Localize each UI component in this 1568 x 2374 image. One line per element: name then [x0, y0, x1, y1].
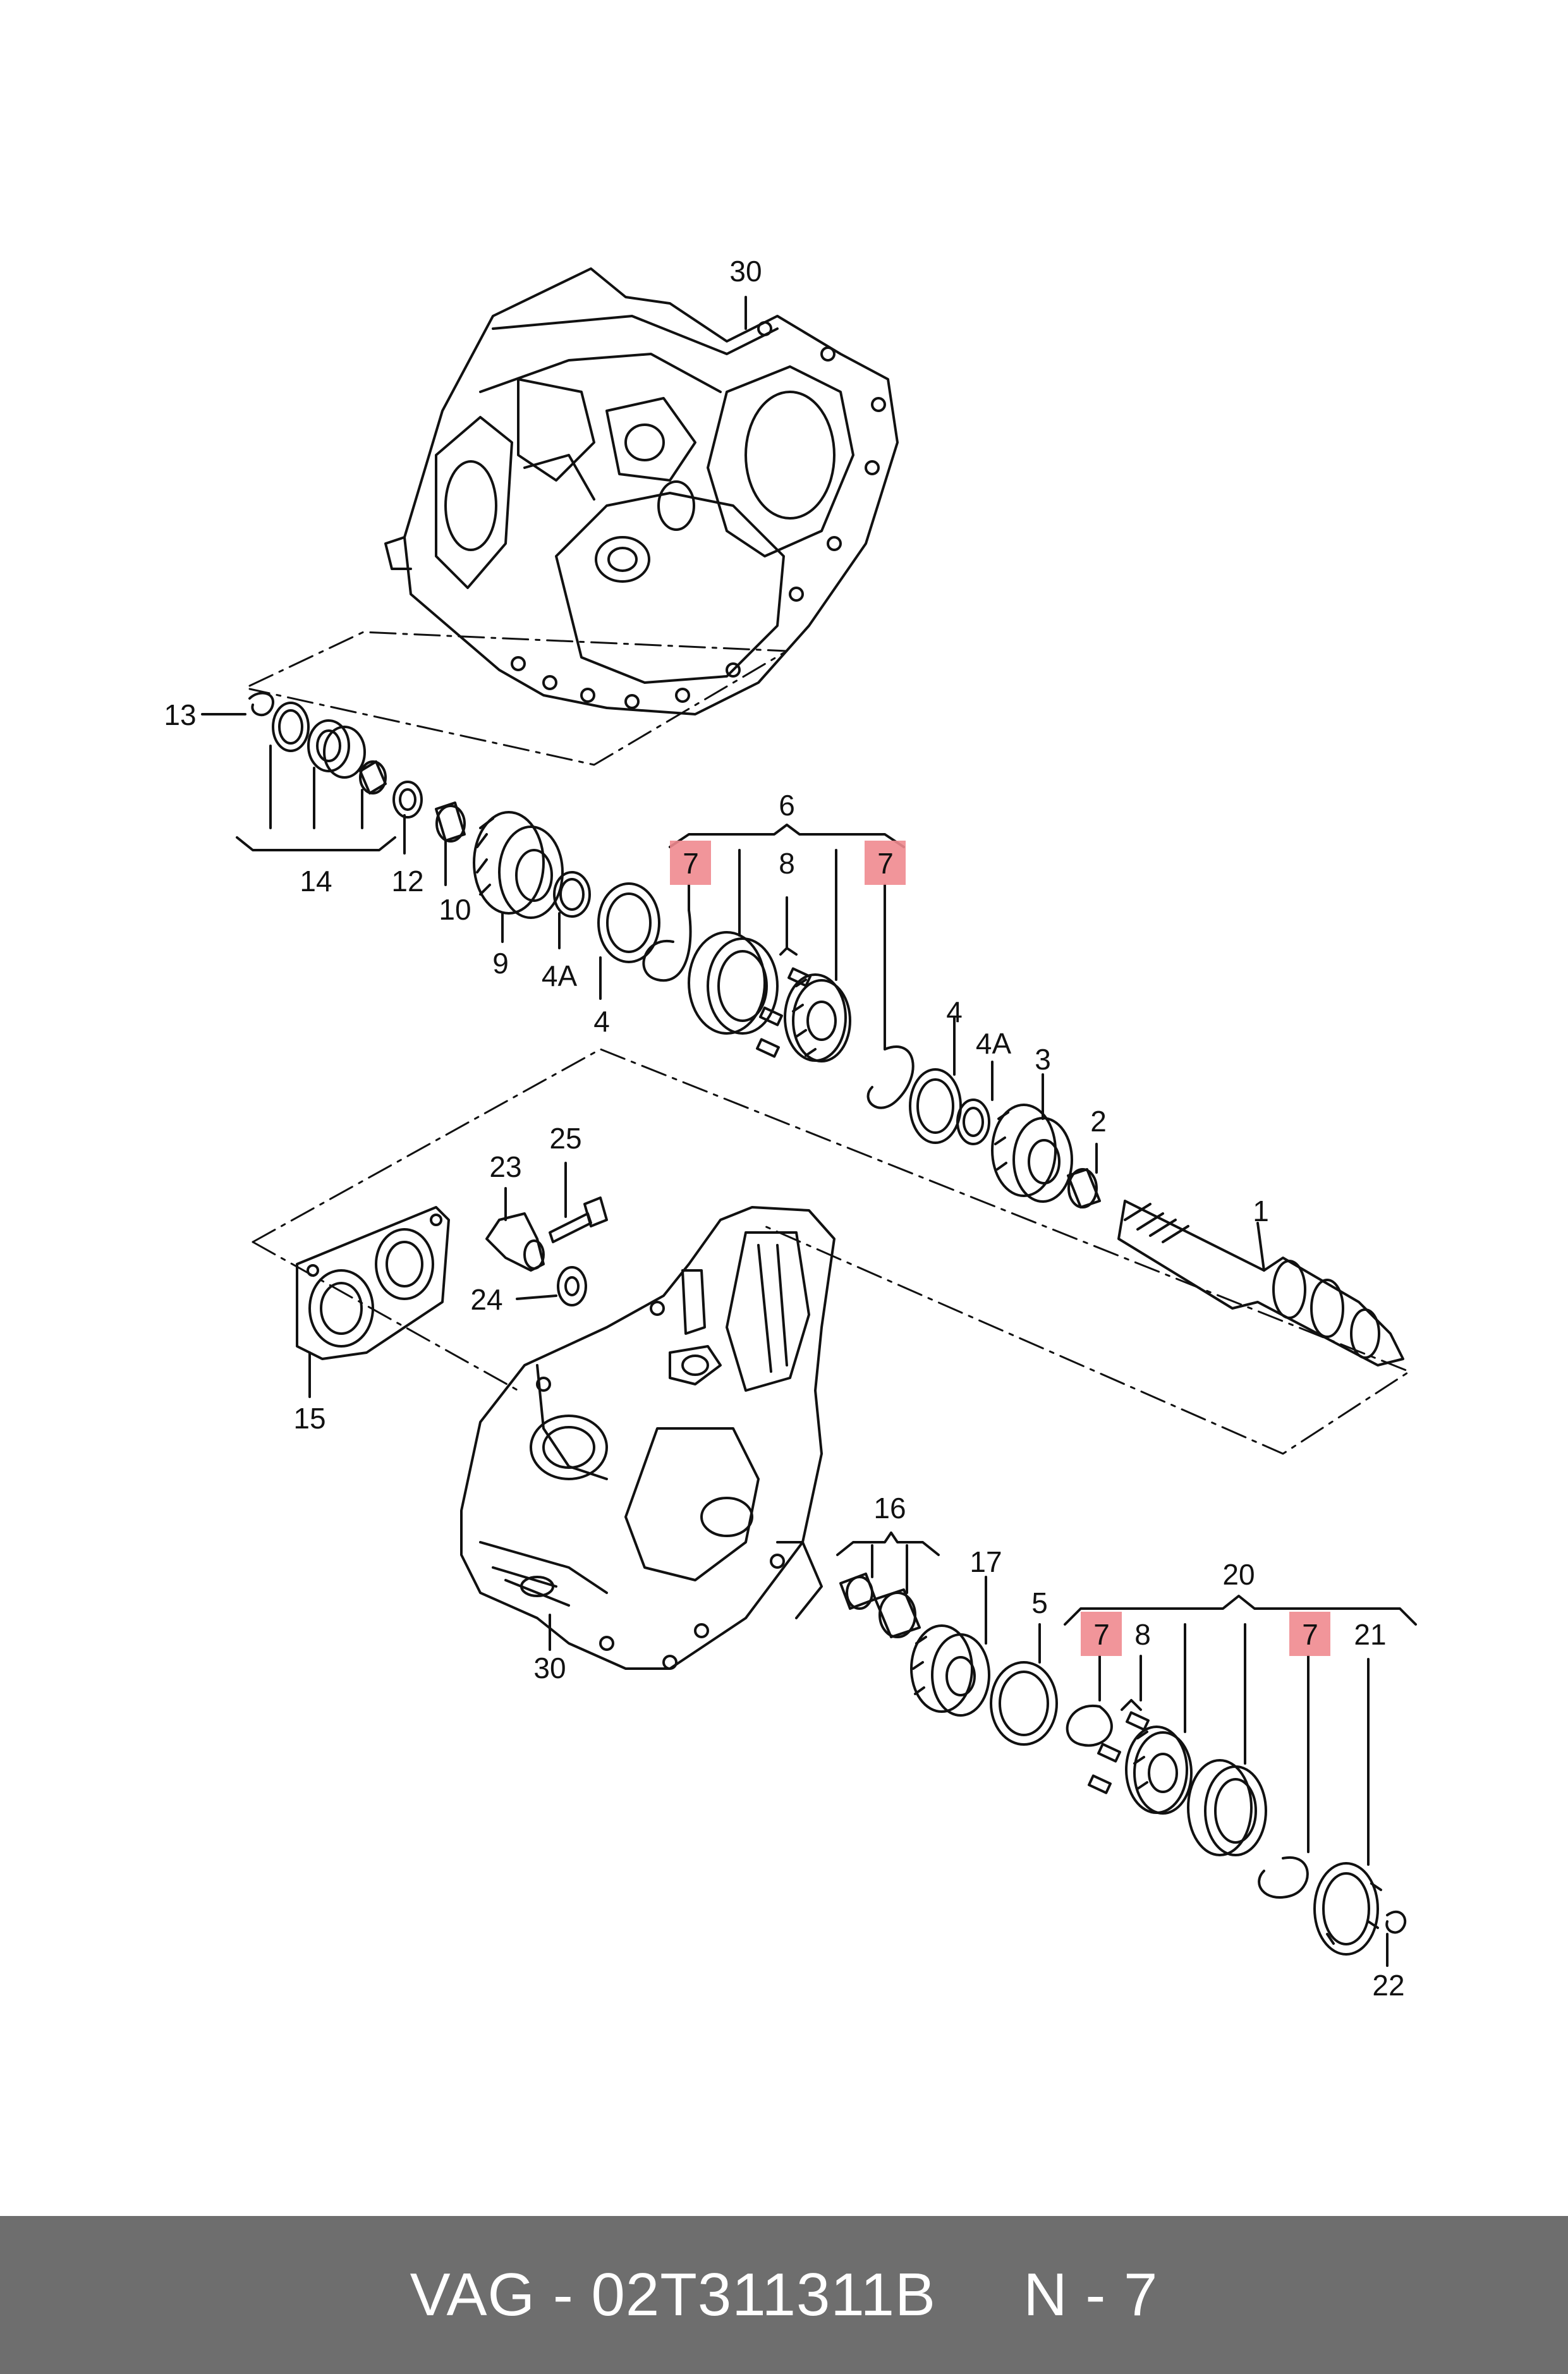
- part-4A-ring-mid: [956, 1061, 994, 1145]
- highlight-7-c: [1081, 1612, 1122, 1656]
- label-15: 15: [293, 1402, 325, 1435]
- part-15-cover: [296, 1206, 450, 1398]
- part-20-synchro-hub-sleeve: [1064, 1595, 1417, 1856]
- part-10-needle-bearing: [435, 801, 466, 886]
- highlight-7-d: [1289, 1612, 1330, 1656]
- label-7-a: 7: [683, 847, 699, 880]
- footer-spacer: [936, 2260, 1023, 2330]
- label-17: 17: [969, 1545, 1002, 1578]
- label-20: 20: [1222, 1558, 1255, 1591]
- part-13-circlip: [201, 691, 274, 717]
- label-2: 2: [1090, 1105, 1107, 1138]
- label-25: 25: [549, 1122, 581, 1155]
- part-2-needle-bearing: [1067, 1143, 1101, 1208]
- part-22-circlip: [1385, 1910, 1407, 1967]
- exploded-parts-diagram: 30 13 14 12 10 9 4A 4 6 7 8 7 4 4A 3 2 1…: [164, 255, 1417, 2002]
- label-7-b: 7: [877, 847, 894, 880]
- part-4A-ring: [553, 871, 591, 949]
- label-10: 10: [439, 893, 471, 926]
- label-4-mid: 4: [946, 995, 963, 1028]
- label-14: 14: [300, 865, 332, 898]
- label-4A-mid: 4A: [976, 1027, 1012, 1060]
- label-7-c: 7: [1093, 1618, 1110, 1651]
- part-7-spring-d: [1258, 1655, 1310, 1899]
- part-14-bearing-set: [236, 702, 423, 855]
- label-6: 6: [779, 789, 795, 822]
- label-23: 23: [489, 1150, 521, 1183]
- label-1: 1: [1253, 1195, 1269, 1227]
- label-24: 24: [470, 1283, 502, 1316]
- part-24-pinion: [516, 1266, 587, 1306]
- part-7-spring-c: [1066, 1655, 1113, 1747]
- lower-housing: [460, 1206, 836, 1670]
- part-25-bolt: [549, 1162, 608, 1243]
- part-5-ring: [990, 1623, 1058, 1746]
- highlight-7-b: [865, 841, 906, 885]
- label-9: 9: [492, 947, 509, 980]
- part-8-keys-top: [756, 896, 811, 1058]
- label-30-top: 30: [729, 255, 762, 288]
- upper-housing: [384, 267, 899, 715]
- highlight-7-a: [670, 841, 711, 885]
- part-4-synchro-ring: [597, 882, 660, 1000]
- part-3-gear: [991, 1073, 1073, 1203]
- part-9-gear: [473, 811, 564, 943]
- label-4A-top: 4A: [542, 959, 578, 992]
- label-13: 13: [164, 698, 196, 731]
- part-8-keys-bottom: [1088, 1655, 1150, 1794]
- part-17-gear: [910, 1576, 990, 1717]
- label-7-d: 7: [1302, 1618, 1318, 1651]
- part-7-spring-a: [642, 884, 692, 982]
- part-7-spring-b: [866, 884, 915, 1109]
- part-4-synchro-ring-mid: [909, 1016, 962, 1144]
- label-22: 22: [1372, 1969, 1404, 2002]
- part-23-selector: [485, 1187, 545, 1272]
- label-8-bottom: 8: [1134, 1618, 1151, 1651]
- part-6-synchro-hub-sleeve: [669, 824, 905, 1062]
- footer-bar: VAG - 02T311311B N - 7: [0, 2216, 1568, 2374]
- label-30-bottom: 30: [533, 1652, 566, 1684]
- part-number-text: VAG - 02T311311B: [410, 2261, 937, 2328]
- label-21: 21: [1354, 1618, 1386, 1651]
- page-number-text: N - 7: [1023, 2261, 1158, 2328]
- label-4-top: 4: [593, 1005, 610, 1038]
- label-12: 12: [391, 865, 423, 898]
- label-5: 5: [1031, 1586, 1048, 1619]
- label-16: 16: [873, 1492, 906, 1525]
- part-16-bearing-set: [836, 1531, 940, 1638]
- part-21-ring: [1313, 1658, 1382, 1956]
- label-8-top: 8: [779, 847, 795, 880]
- label-3: 3: [1035, 1043, 1051, 1076]
